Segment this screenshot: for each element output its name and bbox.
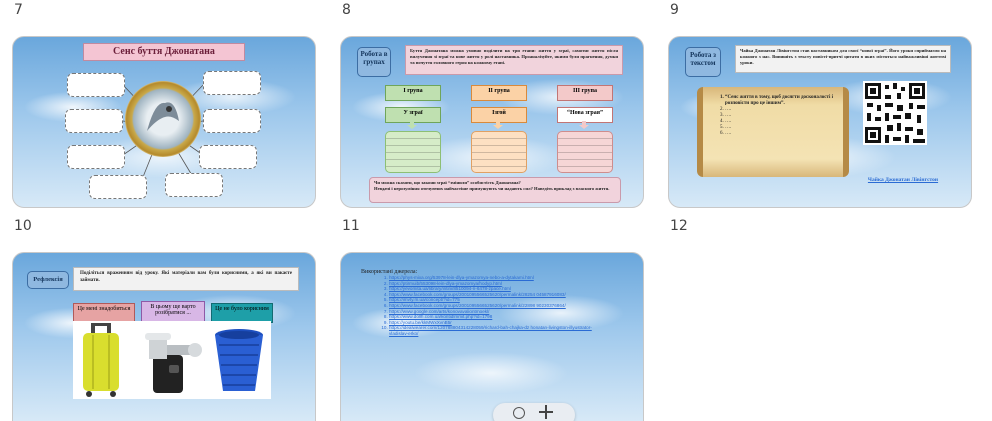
source-link[interactable]: https://yevomita.ua/library/intini/85100…	[389, 286, 599, 292]
activity-tag: Робота з текстом	[685, 47, 721, 77]
slide-number-12: 12	[670, 218, 688, 234]
slide-number-9: 9	[670, 2, 679, 18]
quote-item: ….	[725, 113, 837, 119]
source-link[interactable]: https://www.dollh.com.ua/kontidlmmit.php…	[389, 314, 599, 320]
sources-heading: Використані джерела:	[361, 269, 418, 275]
source-link[interactable]: https://idealwearer.com/1207888043142280…	[389, 325, 599, 336]
zoom-icon[interactable]	[513, 407, 525, 419]
mindmap-box-1	[67, 73, 125, 97]
seagull-image	[125, 81, 201, 157]
meat-grinder-icon	[145, 333, 202, 393]
source-link[interactable]: https://ptirmuib/553098-lein-dlya-ymazom…	[389, 281, 599, 287]
slide-number-10: 10	[14, 218, 32, 234]
group-1-topic: У зграї	[385, 107, 441, 123]
sources-list: https://phys-mixa.org/53978-lein-dlya-ym…	[361, 275, 599, 337]
arrow-down-icon	[579, 121, 589, 129]
quote-list: “Сенс життя в тому, щоб досягти досконал…	[703, 87, 843, 137]
slide-number-7: 7	[14, 2, 23, 18]
waste-basket-icon	[215, 329, 263, 391]
slide-number-8: 8	[342, 2, 351, 18]
slide-thumbnail-11[interactable]: Використані джерела: https://phys-mixa.o…	[340, 252, 644, 421]
activity-tag: Робота в групах	[357, 47, 391, 77]
slide-thumbnail-10[interactable]: Рефлексія Поділіться враженням від уроку…	[12, 252, 316, 421]
mindmap-box-6	[199, 145, 257, 169]
group-2-label: ІІ група	[471, 85, 527, 101]
arrow-down-icon	[493, 121, 503, 129]
add-icon-bar	[539, 411, 553, 413]
task-text: Буття Джонатана можна умовно поділити на…	[405, 45, 623, 75]
discussion-questions: Чи можна сказати, що закони зграї “зміни…	[369, 177, 621, 203]
slide-number-11: 11	[342, 218, 360, 234]
slide-thumbnail-8[interactable]: Робота в групах Буття Джонатана можна ум…	[340, 36, 644, 208]
slide-thumbnail-7[interactable]: Сенс буття Джонатана	[12, 36, 316, 208]
zoom-toolbar[interactable]	[493, 403, 575, 421]
scroll-parchment: “Сенс життя в тому, щоб досягти досконал…	[697, 87, 849, 177]
book-link[interactable]: Чайка Джонатан Лівінгстон	[867, 177, 939, 183]
mindmap-box-7	[89, 175, 147, 199]
group-2-notes	[471, 131, 527, 173]
task-text: Чайка Джонатан Лівінгстон став наставник…	[735, 45, 951, 73]
quote-item: ….	[725, 119, 837, 125]
slide-thumbnail-9[interactable]: Робота з текстом Чайка Джонатан Лівінгст…	[668, 36, 972, 208]
source-link[interactable]: https://phys-mixa.org/53978-lein-dlya-ym…	[389, 275, 599, 281]
question-2: Невдачі і нерозуміння оточуючих найчасті…	[374, 186, 610, 191]
quote-item: ….	[725, 125, 837, 131]
mindmap-box-4	[203, 71, 261, 95]
source-link[interactable]: https://www.google.com/arts/konovavalion…	[389, 309, 599, 315]
suitcase-icon	[83, 323, 119, 397]
quote-item: “Сенс життя в тому, щоб досягти досконал…	[725, 95, 837, 107]
group-1-notes	[385, 131, 441, 173]
reflection-card-not-useful: Це не було корисним	[211, 303, 273, 323]
source-link[interactable]: https://www.facebook.com/groups/20010955…	[389, 292, 599, 298]
group-3-notes	[557, 131, 613, 173]
group-3-topic: “Нова зграя”	[557, 107, 613, 123]
source-link[interactable]: https://www.facebook.com/groups/20010955…	[389, 303, 599, 309]
mindmap-box-8	[165, 173, 223, 197]
source-link[interactable]: https://youtu.be/kkMWxXvnB5r	[389, 320, 599, 326]
slide-title: Сенс буття Джонатана	[83, 43, 245, 61]
activity-tag: Рефлексія	[27, 271, 69, 289]
qr-code-icon	[863, 81, 927, 145]
reflection-card-useful: Це мені знадобиться	[73, 303, 135, 323]
group-1-label: І група	[385, 85, 441, 101]
quote-item: ….	[725, 107, 837, 113]
question-1: Чи можна сказати, що закони зграї “зміни…	[374, 180, 521, 185]
task-text: Поділіться враженням від уроку. Які мате…	[73, 267, 299, 291]
mindmap-box-2	[65, 109, 123, 133]
arrow-down-icon	[407, 121, 417, 129]
reflection-card-figure-out: В цьому ще варто розібратися ...	[141, 301, 205, 323]
quote-item: ….	[725, 131, 837, 137]
group-2-topic: Ізгой	[471, 107, 527, 123]
reflection-images	[73, 321, 271, 399]
mindmap-box-3	[67, 145, 125, 169]
source-link[interactable]: https://imvty.m.ua/concept/?id=775	[389, 297, 599, 303]
mindmap-box-5	[203, 109, 261, 133]
group-3-label: ІІІ група	[557, 85, 613, 101]
